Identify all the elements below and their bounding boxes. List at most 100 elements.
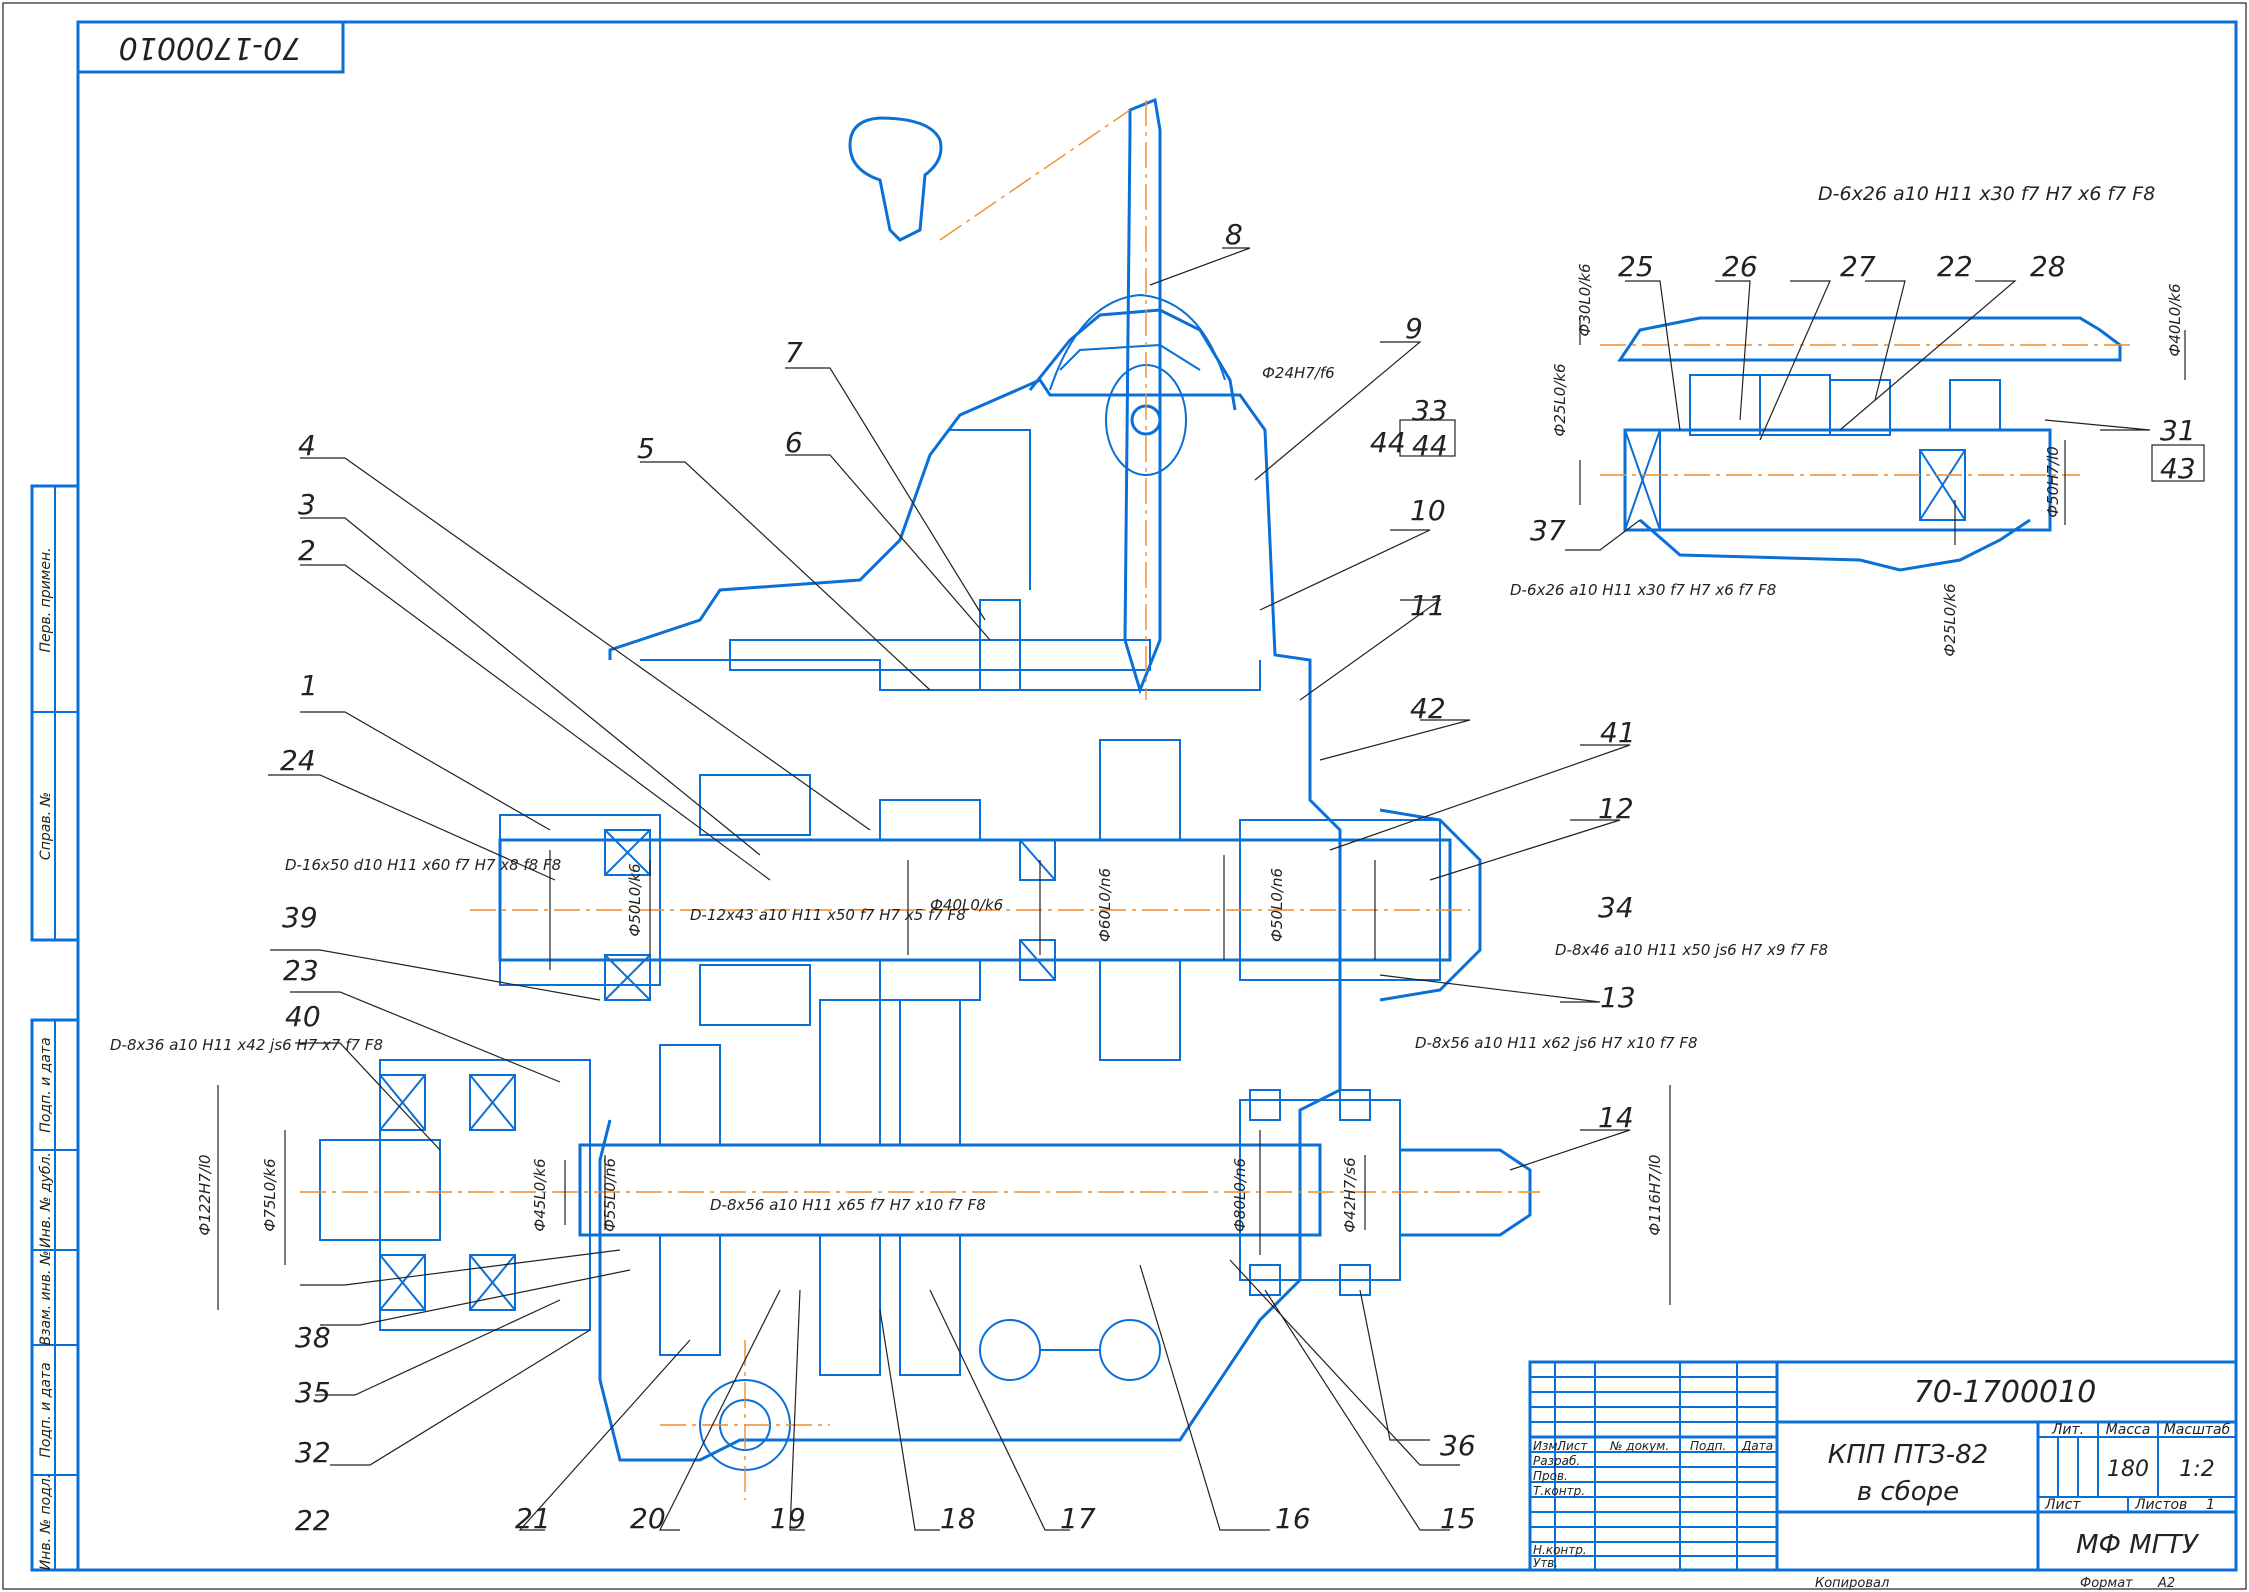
dim-d19: D-6x26 a10 H11 x30 f7 H7 x6 f7 F8 <box>1818 183 2155 205</box>
dim-d3: D-12x43 a10 H11 x50 f7 H7 x5 f7 F8 <box>690 906 966 924</box>
title-listov-label: Листов <box>2134 1497 2187 1513</box>
part-33-label: 33 <box>1412 394 1448 427</box>
dim-d10: D-8x36 a10 H11 x42 js6 H7 x7 f7 F8 <box>110 1036 383 1054</box>
title-org: МФ МГТУ <box>2076 1530 2200 1560</box>
title-masshtab-label: Масштаб <box>2164 1422 2231 1438</box>
leader-lines <box>268 247 2151 1531</box>
dim-d15: D-8x56 a10 H11 x65 f7 H7 x10 f7 F8 <box>710 1196 986 1214</box>
dim-d2: D-16x50 d10 H11 x60 f7 H7 x8 f8 F8 <box>285 856 561 874</box>
title-lit: Лит. <box>2051 1422 2084 1438</box>
title-listov: 1 <box>2206 1497 2215 1513</box>
part-26: 26 <box>1722 250 1758 283</box>
title-list: Лист <box>1556 1439 1588 1453</box>
dim-d12: Ф75L0/k6 <box>261 1158 279 1231</box>
box-44 <box>1399 419 1456 457</box>
dim-d22: Ф40L0/k6 <box>2166 283 2184 356</box>
title-masshtab: 1:2 <box>2179 1457 2214 1482</box>
title-list-label: Лист <box>2044 1497 2081 1513</box>
dim-d17: Ф42H7/s6 <box>1341 1157 1359 1232</box>
part-39: 39 <box>282 901 318 934</box>
side-label-podp2: Подп. и дата <box>38 1362 54 1457</box>
title-nkontr: Н.контр. <box>1533 1543 1587 1557</box>
part-43: 43 <box>2160 452 2196 485</box>
part-34: 34 <box>1598 891 1634 924</box>
title-designation: 70-1700010 <box>1914 1375 2097 1410</box>
part-40: 40 <box>285 1000 321 1033</box>
dim-d16: Ф80L0/n6 <box>1231 1158 1249 1232</box>
dim-d6: Ф60L0/n6 <box>1096 868 1114 942</box>
side-label-vzam: Взам. инв. № <box>38 1250 54 1345</box>
title-izm: Изм. <box>1533 1439 1561 1453</box>
title-tkontr: Т.контр. <box>1533 1484 1585 1498</box>
title-massa-label: Масса <box>2106 1422 2151 1438</box>
part-41: 41 <box>1600 716 1636 749</box>
title-utv: Утв. <box>1533 1556 1558 1570</box>
side-label-podp1: Подп. и дата <box>38 1037 54 1132</box>
part-7: 7 <box>785 336 803 369</box>
title-razrab: Разраб. <box>1533 1454 1580 1468</box>
part-42: 42 <box>1410 692 1446 725</box>
gearbox-section <box>300 97 1540 1500</box>
part-16: 16 <box>1275 1502 1311 1535</box>
corner-stamp <box>76 20 345 74</box>
part-24: 24 <box>280 744 316 777</box>
part-37: 37 <box>1530 514 1566 547</box>
title-podp: Подп. <box>1690 1439 1726 1453</box>
dim-d9: D-8x56 a10 H11 x62 js6 H7 x10 f7 F8 <box>1415 1034 1698 1052</box>
dim-d13: Ф45L0/k6 <box>531 1158 549 1231</box>
dimension-lines <box>217 318 2186 1310</box>
part-28: 28 <box>2030 250 2066 283</box>
dimension-texts: Ф24H7/f6 D-16x50 d10 H11 x60 f7 H7 x8 f8… <box>110 183 2184 1236</box>
part-2: 2 <box>298 534 316 567</box>
part-10: 10 <box>1410 494 1446 527</box>
title-prov: Пров. <box>1533 1469 1568 1483</box>
dim-d8: D-8x46 a10 H11 x50 js6 H7 x9 f7 F8 <box>1555 941 1828 959</box>
part-12: 12 <box>1598 792 1634 825</box>
dim-d11: Ф122H7/l0 <box>196 1154 214 1235</box>
side-label-sprav: Справ. № <box>38 792 54 860</box>
part-9: 9 <box>1405 312 1423 345</box>
part-18: 18 <box>940 1502 976 1535</box>
corner-code: 70-1700010 <box>119 30 302 65</box>
part-1: 1 <box>300 669 318 702</box>
part-27: 27 <box>1840 250 1876 283</box>
part-32: 32 <box>295 1436 331 1469</box>
title-name-2: в сборе <box>1857 1477 1959 1507</box>
dim-d24: D-6x26 a10 H11 x30 f7 H7 x6 f7 F8 <box>1510 581 1776 599</box>
part-13: 13 <box>1600 981 1636 1014</box>
title-massa: 180 <box>2107 1457 2149 1482</box>
part-25: 25 <box>1618 250 1654 283</box>
part-8: 8 <box>1225 218 1243 251</box>
title-name-1: КПП ПТЗ-82 <box>1828 1440 1988 1470</box>
dim-d14: Ф55L0/n6 <box>601 1158 619 1232</box>
footer-kopiroval: Копировал <box>1815 1576 1889 1591</box>
footer-format: А2 <box>2157 1576 2175 1591</box>
detail-view <box>1600 316 2130 572</box>
box-43 <box>2151 444 2205 482</box>
part-20: 20 <box>630 1502 666 1535</box>
part-4: 4 <box>298 429 316 462</box>
part-5: 5 <box>637 432 655 465</box>
part-14: 14 <box>1598 1101 1634 1134</box>
part-22-detail: 22 <box>1937 250 1973 283</box>
dim-d21: Ф25L0/k6 <box>1551 363 1569 436</box>
part-36: 36 <box>1440 1429 1476 1462</box>
part-6: 6 <box>785 426 803 459</box>
side-label-perv: Перв. примен. <box>38 547 54 652</box>
part-3: 3 <box>298 488 316 521</box>
part-23: 23 <box>283 954 319 987</box>
part-15: 15 <box>1440 1502 1476 1535</box>
side-label-dubl: Инв. № дубл. <box>38 1152 54 1248</box>
part-19: 19 <box>770 1502 806 1535</box>
part-44-label: 44 <box>1412 429 1448 462</box>
dim-d18: Ф116H7/l0 <box>1646 1154 1664 1235</box>
title-data: Дата <box>1741 1439 1773 1453</box>
dim-d4: Ф50L0/k6 <box>626 863 644 936</box>
dim-d7: Ф50L0/n6 <box>1268 868 1286 942</box>
dim-d20: Ф30L0/k6 <box>1576 263 1594 336</box>
dim-d25: Ф25L0/k6 <box>1941 583 1959 656</box>
part-17: 17 <box>1060 1502 1096 1535</box>
title-block: 70-1700010 КПП ПТЗ-82 в сборе Лит. Масса… <box>1528 1360 2238 1591</box>
